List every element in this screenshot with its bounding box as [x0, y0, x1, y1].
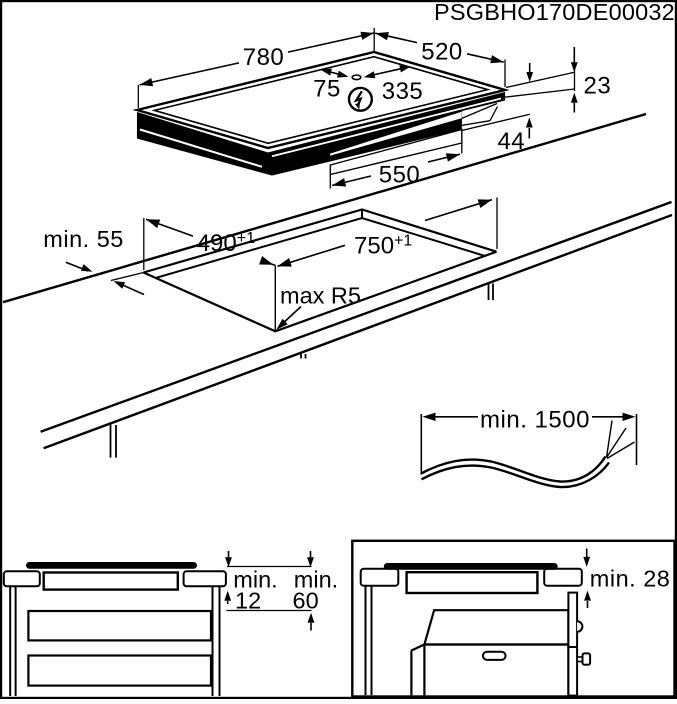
svg-text:min. 55: min. 55: [43, 226, 124, 252]
svg-text:12: 12: [235, 588, 261, 614]
svg-text:min.: min.: [294, 566, 338, 592]
svg-text:75: 75: [313, 76, 341, 103]
svg-text:44: 44: [497, 128, 525, 155]
svg-text:780: 780: [243, 44, 285, 71]
svg-text:520: 520: [421, 38, 463, 65]
svg-text:335: 335: [382, 78, 424, 105]
svg-text:PSGBHO170DE00032: PSGBHO170DE00032: [434, 0, 675, 25]
svg-text:min. 1500: min. 1500: [480, 406, 590, 433]
svg-text:min. 28: min. 28: [590, 566, 671, 592]
svg-text:60: 60: [293, 588, 319, 614]
svg-text:min.: min.: [233, 566, 277, 592]
svg-text:max R5: max R5: [280, 283, 361, 309]
svg-text:23: 23: [584, 72, 612, 99]
svg-text:550: 550: [379, 162, 421, 189]
